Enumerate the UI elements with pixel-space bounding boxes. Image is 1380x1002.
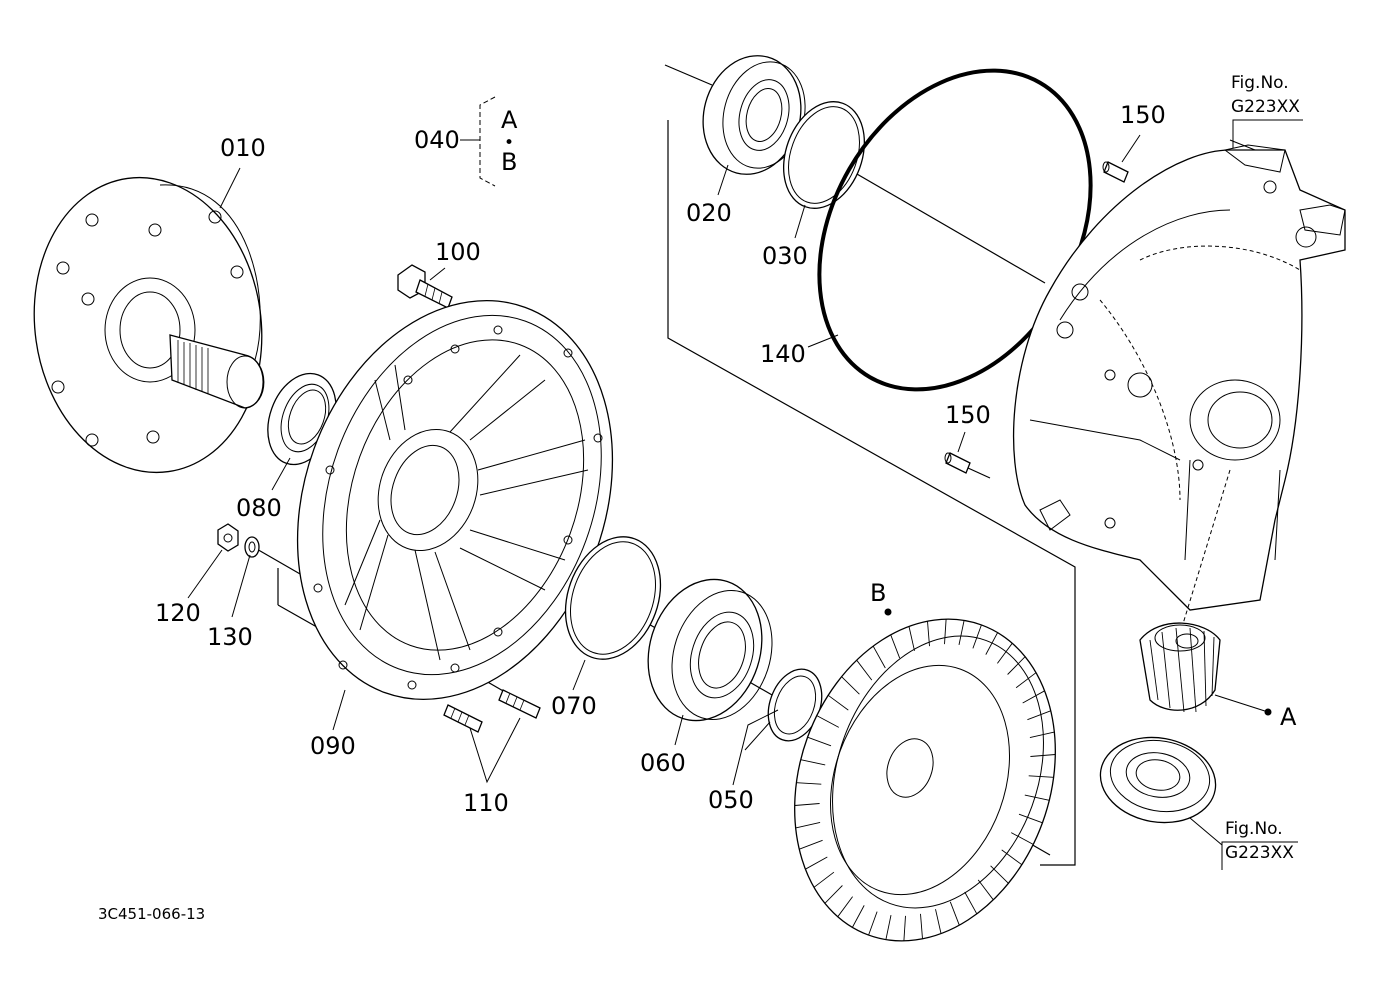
gear-tooth (1015, 672, 1037, 689)
gear-tooth (872, 645, 886, 669)
part-bevel-gear-b[interactable] (751, 582, 1099, 978)
leader-lines (187, 119, 1303, 870)
label-marker-a: A (1280, 703, 1297, 731)
gear-tooth (964, 891, 978, 915)
fig-ref-top-line2[interactable]: G223XX (1231, 97, 1300, 117)
fig-ref-top-line1[interactable]: Fig.No. (1231, 73, 1289, 93)
gear-tooth (1024, 794, 1050, 801)
gear-tooth (813, 871, 835, 888)
gear-tooth (927, 621, 930, 647)
marker-dot-a (1264, 708, 1272, 716)
gear-tooth (805, 856, 828, 870)
part-150-pin-lower[interactable] (944, 452, 991, 479)
gear-tooth (807, 736, 832, 747)
fig-ref-bottom-line1[interactable]: Fig.No. (1225, 819, 1283, 839)
gear-tooth (1010, 832, 1034, 845)
gear-tooth (985, 632, 998, 655)
gear-tooth (885, 915, 892, 940)
marker-dot-b (884, 608, 892, 616)
gear-tooth (868, 911, 878, 936)
gear-tooth (890, 634, 901, 659)
part-060-bearing[interactable] (630, 565, 788, 736)
gear-tooth (795, 821, 821, 829)
gear-tooth (1029, 731, 1055, 739)
gear-tooth (824, 885, 843, 904)
part-110-studs[interactable] (443, 689, 541, 733)
label-150-lower: 150 (945, 401, 991, 429)
gear-tooth (827, 694, 849, 711)
gear-tooth (841, 676, 860, 695)
label-090: 090 (310, 732, 356, 760)
label-040-b: B (501, 148, 517, 176)
part-lower-bearing (1099, 736, 1217, 824)
label-030: 030 (762, 242, 808, 270)
part-main-housing (1012, 144, 1346, 651)
gear-tooth (977, 879, 994, 901)
gear-tooth (935, 909, 942, 934)
gear-tooth (972, 624, 982, 649)
part-pinion-a[interactable] (1139, 622, 1221, 713)
part-150-pin-upper[interactable] (1102, 161, 1129, 183)
part-100-bolt[interactable] (397, 264, 453, 309)
label-040: 040 (414, 126, 460, 154)
gear-tooth (949, 901, 960, 926)
gear-tooth (1007, 656, 1026, 675)
fig-ref-bottom-line2[interactable]: G223XX (1225, 843, 1294, 863)
gear-tooth (1022, 690, 1045, 704)
part-090-housing-cover[interactable] (244, 256, 666, 744)
label-070: 070 (551, 692, 597, 720)
gear-tooth (990, 865, 1009, 884)
gear-tooth (1018, 813, 1043, 824)
gear-tooth (958, 620, 965, 645)
group-bracket-040 (479, 96, 496, 187)
gear-tooth (1001, 849, 1023, 866)
label-marker-b: B (870, 579, 886, 607)
label-020: 020 (686, 199, 732, 227)
part-070-o-ring[interactable] (549, 523, 677, 672)
gear-tooth (837, 896, 853, 917)
gear-tooth (1027, 710, 1051, 721)
label-050: 050 (708, 786, 754, 814)
gear-tooth (944, 619, 947, 645)
drawing-code: 3C451-066-13 (98, 905, 205, 923)
gear-tooth (856, 659, 873, 681)
gear-tooth (794, 803, 820, 806)
gear-tooth (920, 913, 923, 939)
label-120: 120 (155, 599, 201, 627)
label-080: 080 (236, 494, 282, 522)
label-140: 140 (760, 340, 806, 368)
label-100: 100 (435, 238, 481, 266)
label-010: 010 (220, 134, 266, 162)
gear-tooth (908, 626, 915, 651)
gear-tooth (816, 715, 840, 728)
gear-tooth (1028, 775, 1054, 778)
part-010-flange-shaft[interactable] (16, 163, 281, 488)
part-050-shims[interactable] (759, 662, 831, 749)
gear-tooth (1030, 754, 1056, 757)
label-150-upper: 150 (1120, 101, 1166, 129)
gear-tooth (799, 839, 823, 850)
label-130: 130 (207, 623, 253, 651)
label-110: 110 (463, 789, 509, 817)
gear-tooth (903, 915, 906, 941)
gear-tooth (796, 782, 822, 785)
gear-tooth (997, 643, 1013, 664)
label-060: 060 (640, 749, 686, 777)
gear-tooth (852, 905, 865, 928)
label-040-dot: • (504, 133, 514, 153)
label-040-a: A (501, 106, 518, 134)
gear-tooth (800, 759, 826, 766)
part-120-nut[interactable] (217, 523, 239, 552)
part-130-washer[interactable] (244, 536, 260, 558)
